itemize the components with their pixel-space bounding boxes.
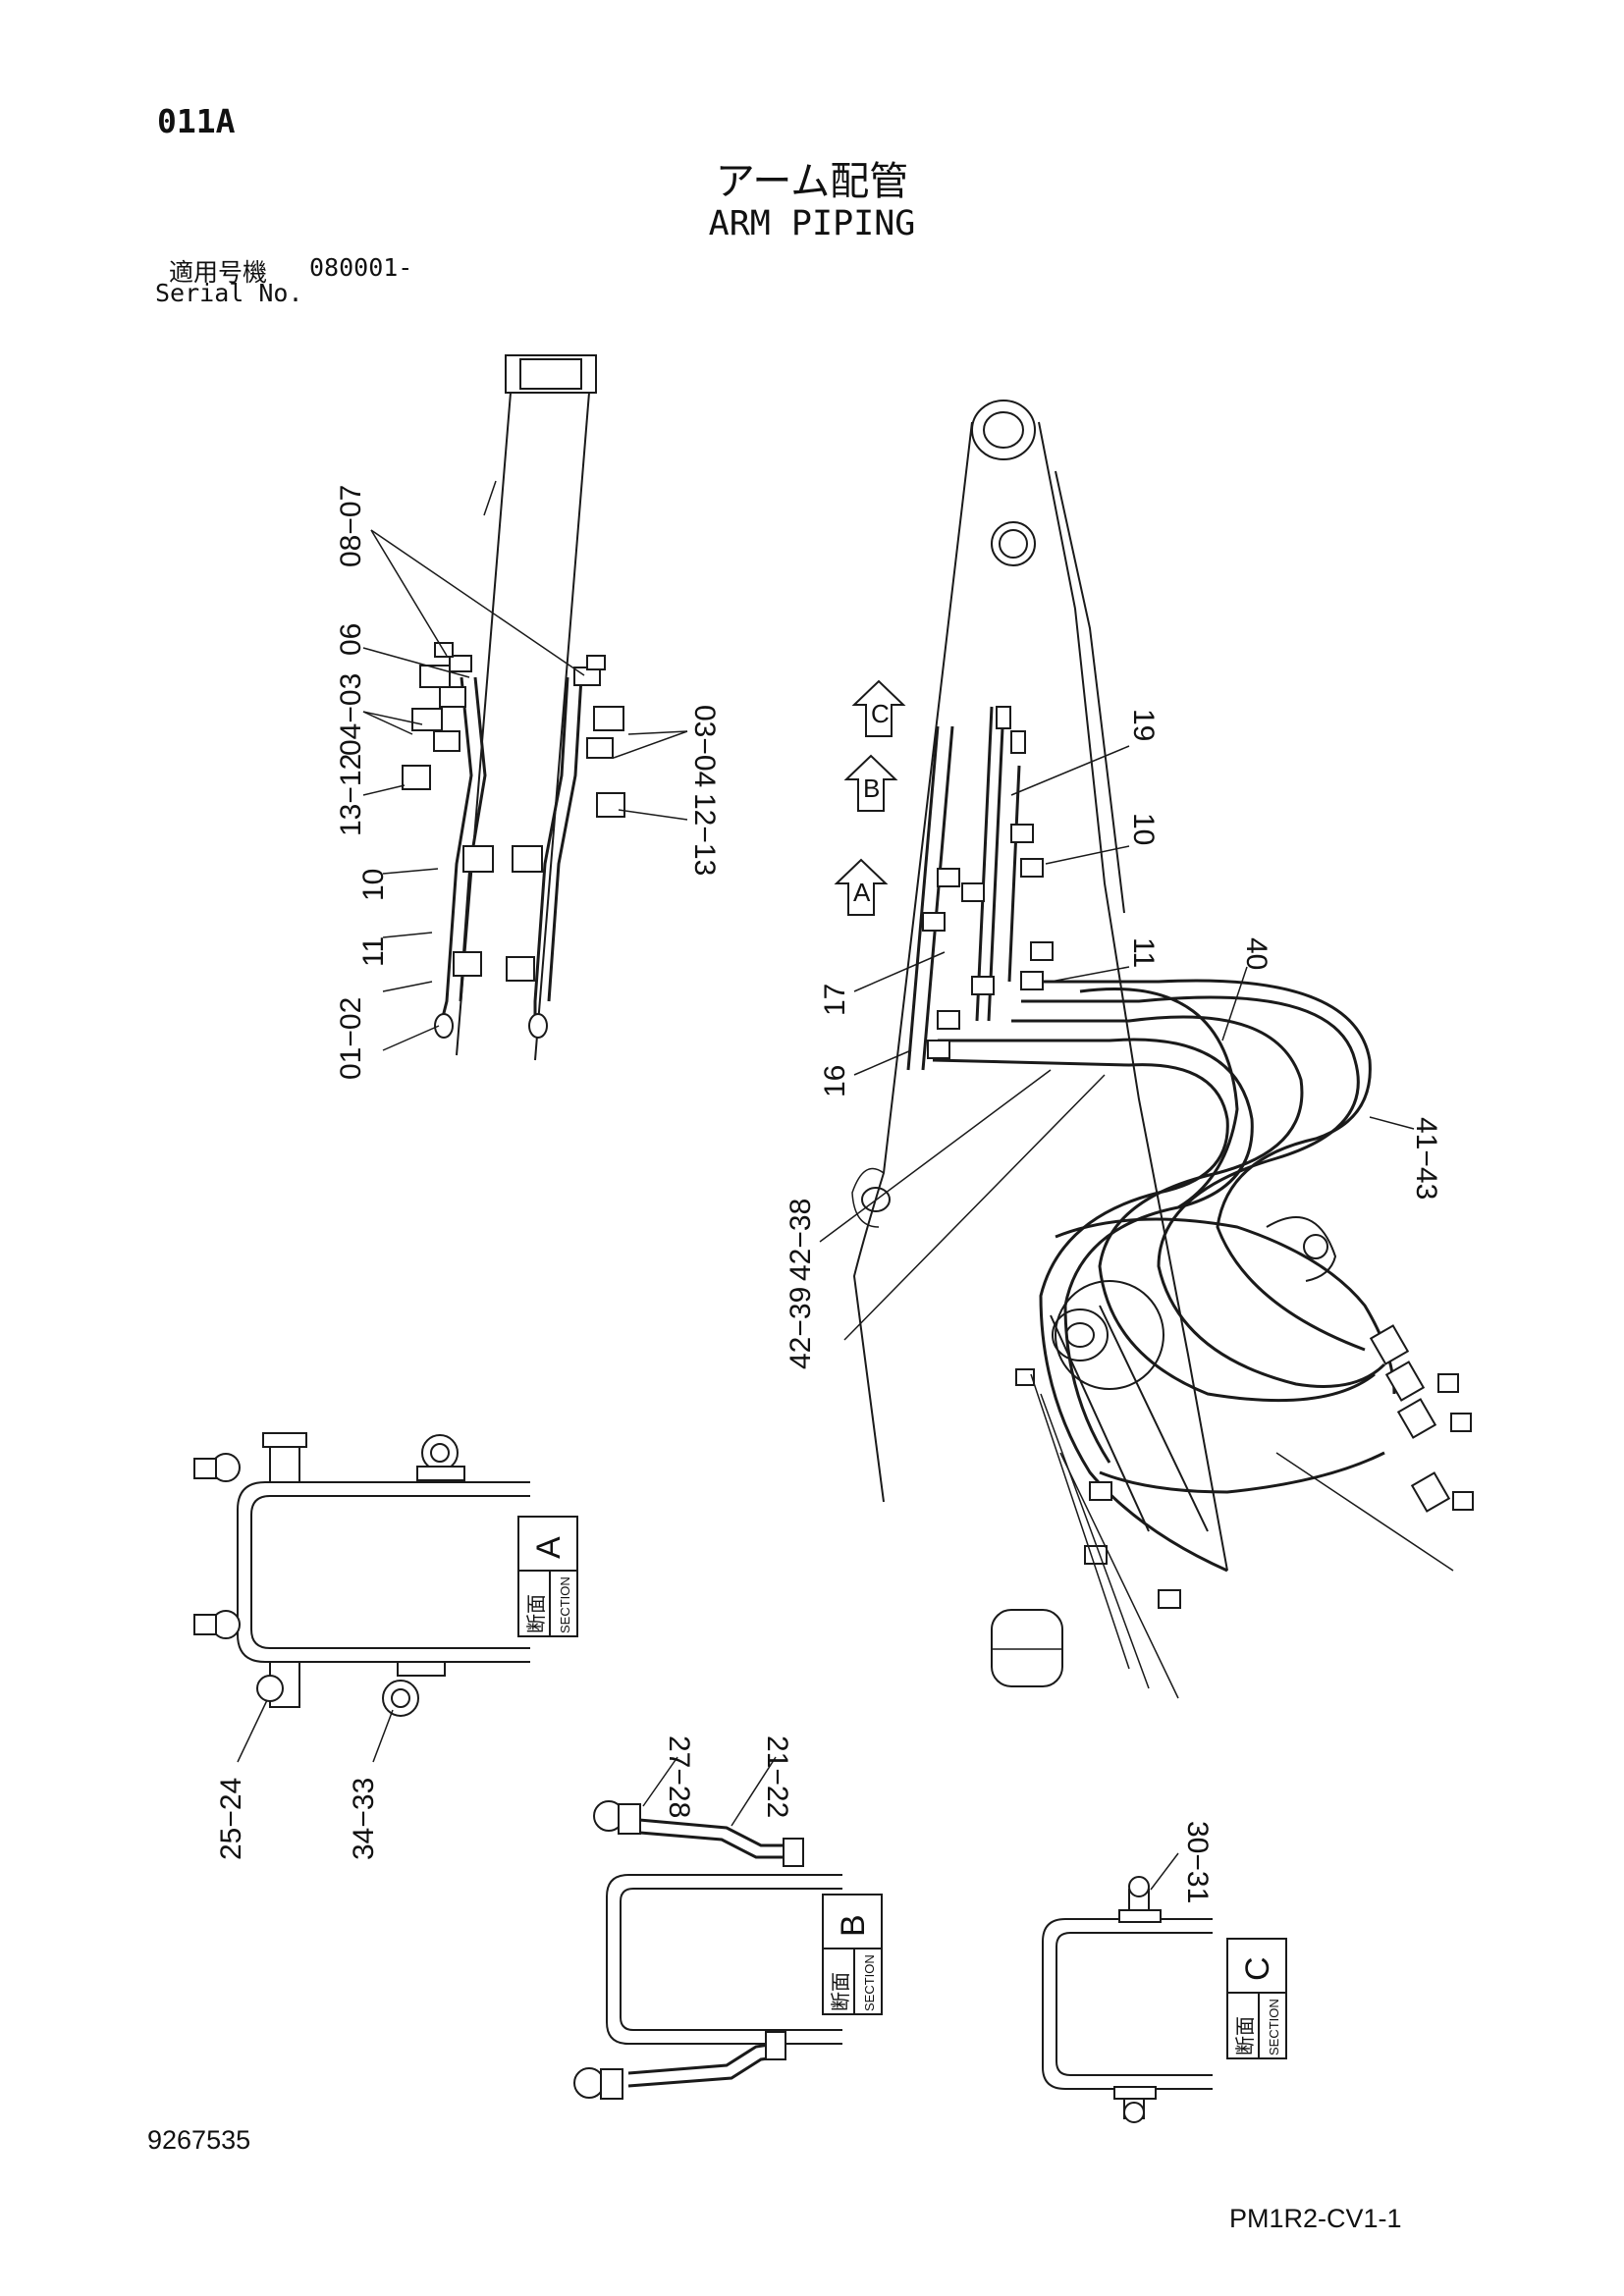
callouts-top-left: 08−07 06 04−03 13−12 10 11 01−02 (335, 485, 390, 1080)
page-title-english: ARM PIPING (708, 204, 916, 243)
page-title-japanese: アーム配管 (715, 159, 909, 204)
callout-27-28: 27−28 (663, 1735, 695, 1818)
view-arrow-b: B (843, 754, 898, 812)
serial-label-japanese: 適用号機 (169, 258, 268, 287)
view-arrow-a-label: A (853, 878, 871, 907)
callouts-main-arm: 19 10 11 40 41−43 17 16 42−38 42−39 (785, 709, 1442, 1369)
view-arrow-c: C (851, 679, 906, 737)
serial-number: 080001- (309, 253, 413, 282)
callout-10: 10 (357, 869, 390, 901)
document-number: 9267535 (147, 2125, 251, 2155)
view-arrow-a: A (834, 858, 889, 916)
view-arrow-b-label: B (863, 774, 880, 803)
callout-40: 40 (1240, 937, 1272, 970)
view-arrows: C B A (834, 679, 906, 916)
callouts-section-b: 27−28 21−22 (663, 1735, 793, 1818)
callout-42-38: 42−38 (785, 1199, 817, 1281)
callout-19: 19 (1127, 709, 1160, 741)
section-a-label-jp: 断面 (525, 1594, 548, 1633)
callout-42-39: 42−39 (785, 1287, 817, 1369)
callout-12-13: 12−13 (688, 793, 721, 876)
callout-41-43: 41−43 (1410, 1117, 1442, 1200)
section-b-label-en: SECTION (862, 1954, 877, 2011)
callout-13-12: 13−12 (335, 754, 367, 836)
callout-08-07: 08−07 (335, 485, 367, 567)
section-b-label-jp: 断面 (830, 1972, 852, 2011)
callout-16: 16 (819, 1065, 851, 1097)
page-code: 011A (157, 102, 236, 140)
section-a-view: A 断面 SECTION (193, 1432, 578, 1763)
callout-30-31: 30−31 (1181, 1821, 1214, 1903)
section-a-label-en: SECTION (558, 1576, 572, 1633)
section-c-label-en: SECTION (1267, 1999, 1281, 2056)
callout-10-main: 10 (1127, 813, 1160, 845)
serial-label-english: Serial No. (155, 279, 303, 307)
callout-25-24: 25−24 (215, 1778, 247, 1860)
section-c-label-jp: 断面 (1234, 2016, 1257, 2056)
main-arm-view (819, 400, 1474, 1699)
callout-03-04: 03−04 (688, 705, 721, 787)
callout-01-02: 01−02 (335, 997, 367, 1080)
section-b-letter: B (835, 1914, 872, 1937)
callouts-section-a: 25−24 34−33 (215, 1778, 380, 1860)
callout-11-main: 11 (1127, 937, 1160, 968)
section-a-letter: A (530, 1536, 568, 1559)
callout-34-33: 34−33 (348, 1778, 380, 1860)
view-arrow-c-label: C (871, 699, 890, 728)
callout-21-22: 21−22 (761, 1735, 793, 1818)
section-c-letter: C (1239, 1956, 1276, 1981)
detail-view-arm-top (362, 354, 688, 1061)
callout-11: 11 (357, 936, 390, 967)
callout-04-03: 04−03 (335, 673, 367, 756)
callouts-top-middle: 03−04 12−13 (688, 705, 721, 876)
callouts-section-c: 30−31 (1181, 1821, 1214, 1903)
section-c-view: C 断面 SECTION (1042, 1852, 1287, 2123)
sheet-code: PM1R2-CV1-1 (1229, 2204, 1402, 2233)
section-b-view: B 断面 SECTION (573, 1756, 883, 2100)
callout-06: 06 (335, 623, 367, 656)
callout-17: 17 (819, 984, 851, 1016)
